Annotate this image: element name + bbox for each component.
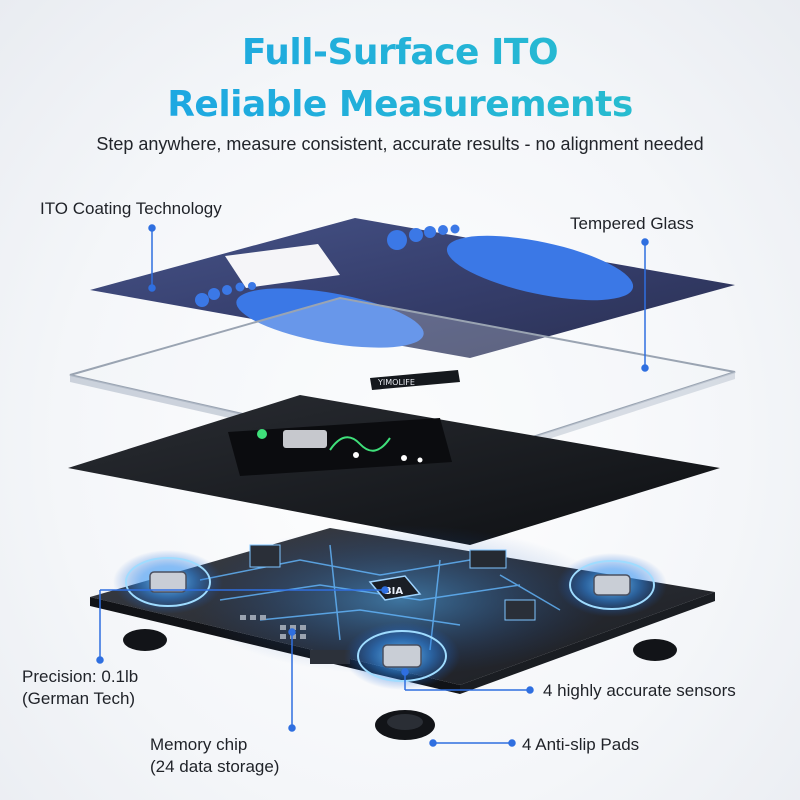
brand-tag: YIMOLIFE <box>377 378 415 387</box>
callout-precision: Precision: 0.1lb (German Tech) <box>22 666 138 710</box>
footprint-left <box>195 282 424 348</box>
chip-label: BIA <box>384 586 403 597</box>
subtitle: Step anywhere, measure consistent, accur… <box>96 134 704 154</box>
electrode-layer <box>68 395 720 545</box>
sensor-right <box>557 553 667 617</box>
sensor-left <box>113 550 223 614</box>
base-layer: BIA <box>90 525 715 740</box>
display-curve <box>329 436 391 452</box>
callout-pads: 4 Anti-slip Pads <box>522 735 640 754</box>
callout-lines <box>96 224 649 747</box>
footprint-right <box>387 224 634 301</box>
callout-precision-line1: Precision: 0.1lb <box>22 667 139 686</box>
callout-ito-coating: ITO Coating Technology <box>40 199 222 218</box>
sensor-front <box>344 622 460 690</box>
callout-tempered-glass: Tempered Glass <box>570 214 694 233</box>
ito-layer <box>90 218 735 358</box>
callout-memory-line2: (24 data storage) <box>150 757 280 776</box>
memory-chip <box>240 615 306 639</box>
callout-sensors: 4 highly accurate sensors <box>543 681 736 700</box>
title-line-1: Full-Surface ITO <box>0 30 800 76</box>
display-digits <box>283 430 327 448</box>
callout-memory: Memory chip (24 data storage) <box>150 734 279 778</box>
callout-memory-line1: Memory chip <box>150 735 248 754</box>
title-line-2: Reliable Measurements <box>0 82 800 128</box>
anti-slip-pads <box>123 629 677 740</box>
bia-chip: BIA <box>368 575 422 601</box>
callout-precision-line2: (German Tech) <box>22 689 136 708</box>
status-led <box>257 429 267 439</box>
display-window <box>225 244 340 288</box>
